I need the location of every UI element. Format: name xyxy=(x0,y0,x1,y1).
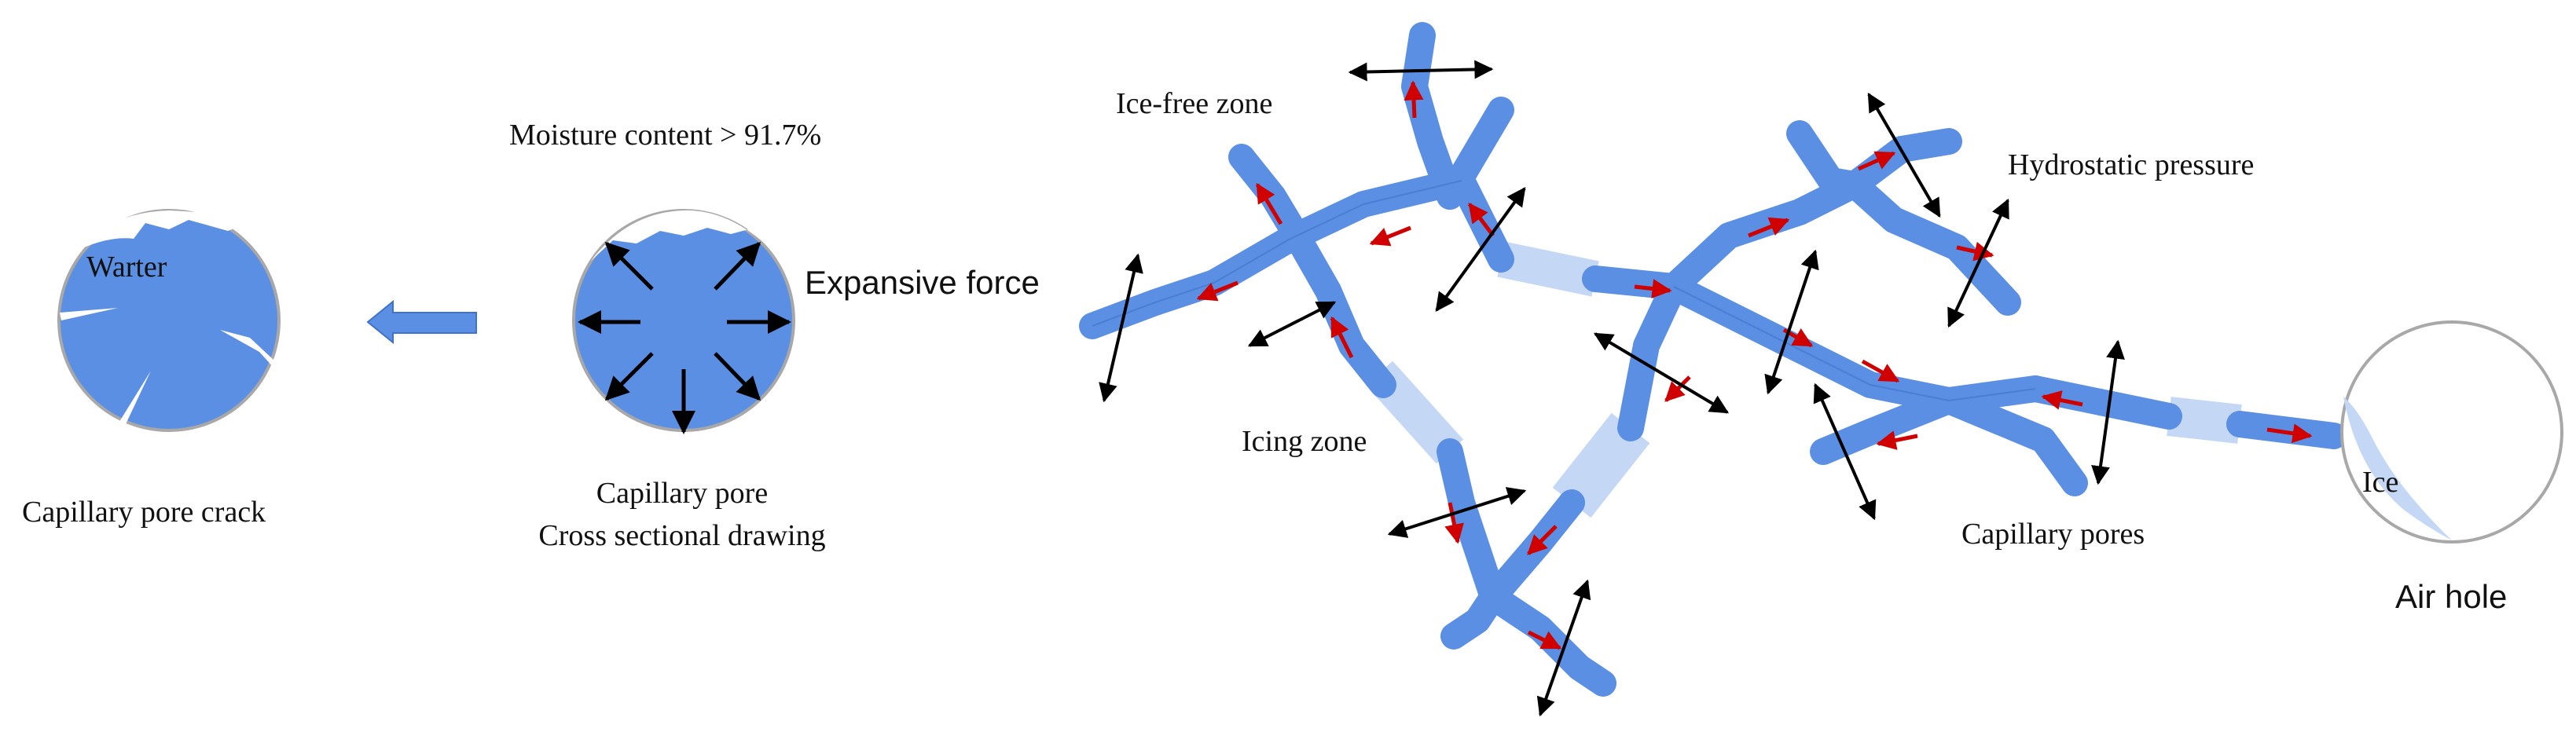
pore-cross-section xyxy=(572,209,795,434)
left-arrow xyxy=(366,299,477,345)
hydrostatic-pressure-label: Hydrostatic pressure xyxy=(2008,148,2255,181)
crack-bottom xyxy=(118,371,151,424)
ice-segments xyxy=(1365,241,2242,518)
capillary-pores-label: Capillary pores xyxy=(1961,518,2145,551)
crack-right xyxy=(220,330,275,369)
ice-label: Ice xyxy=(2362,466,2399,499)
capillary-pore-label: Capillary pore xyxy=(596,477,769,510)
air-hole xyxy=(2340,320,2563,544)
cross-sectional-drawing-label: Cross sectional drawing xyxy=(538,519,826,552)
water-label: Warter xyxy=(86,251,167,284)
moisture-content-label: Moisture content > 91.7% xyxy=(509,119,822,152)
air-hole-label: Air hole xyxy=(2395,578,2508,615)
water-channels xyxy=(1079,22,2347,697)
capillary-pore-crack-label: Capillary pore crack xyxy=(22,496,266,529)
cracked-pore xyxy=(57,209,281,432)
expansive-force-label: Expansive force xyxy=(805,264,1040,301)
pressure-arrows xyxy=(1099,60,2125,717)
crack-left xyxy=(60,308,118,320)
icing-zone-label: Icing zone xyxy=(1242,425,1367,458)
ice-free-zone-label: Ice-free zone xyxy=(1116,87,1273,120)
